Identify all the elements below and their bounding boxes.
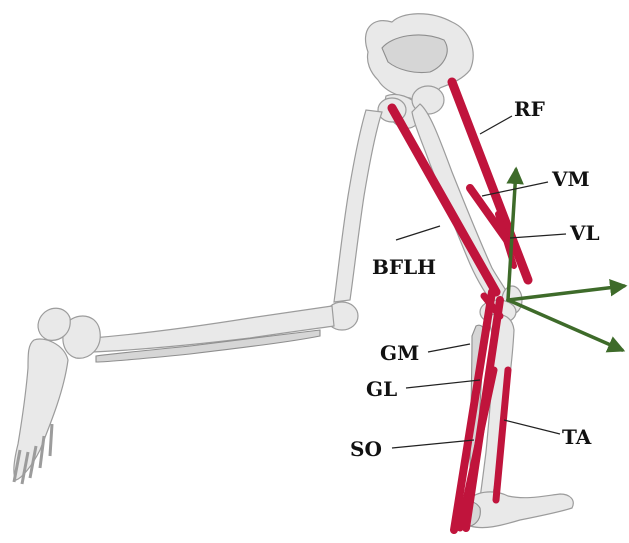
label-bflh: BFLH bbox=[372, 255, 436, 279]
label-rf: RF bbox=[514, 97, 545, 121]
leader-ta bbox=[504, 420, 560, 434]
left-heel bbox=[38, 308, 70, 340]
label-vm: VM bbox=[551, 167, 590, 191]
leader-vl bbox=[510, 234, 566, 238]
label-ta: TA bbox=[562, 425, 592, 449]
label-vl: VL bbox=[569, 221, 600, 245]
leader-so bbox=[392, 440, 474, 448]
leader-gl bbox=[406, 380, 480, 388]
leader-rf bbox=[480, 116, 512, 134]
label-gl: GL bbox=[366, 377, 397, 401]
label-gm: GM bbox=[380, 341, 419, 365]
label-so: SO bbox=[350, 437, 382, 461]
leader-gm bbox=[428, 344, 470, 352]
axis-horizontal bbox=[508, 286, 624, 300]
axis-oblique bbox=[508, 300, 622, 350]
skeleton bbox=[14, 14, 573, 528]
coordinate-axes bbox=[508, 170, 624, 350]
leader-bflh bbox=[396, 226, 440, 240]
